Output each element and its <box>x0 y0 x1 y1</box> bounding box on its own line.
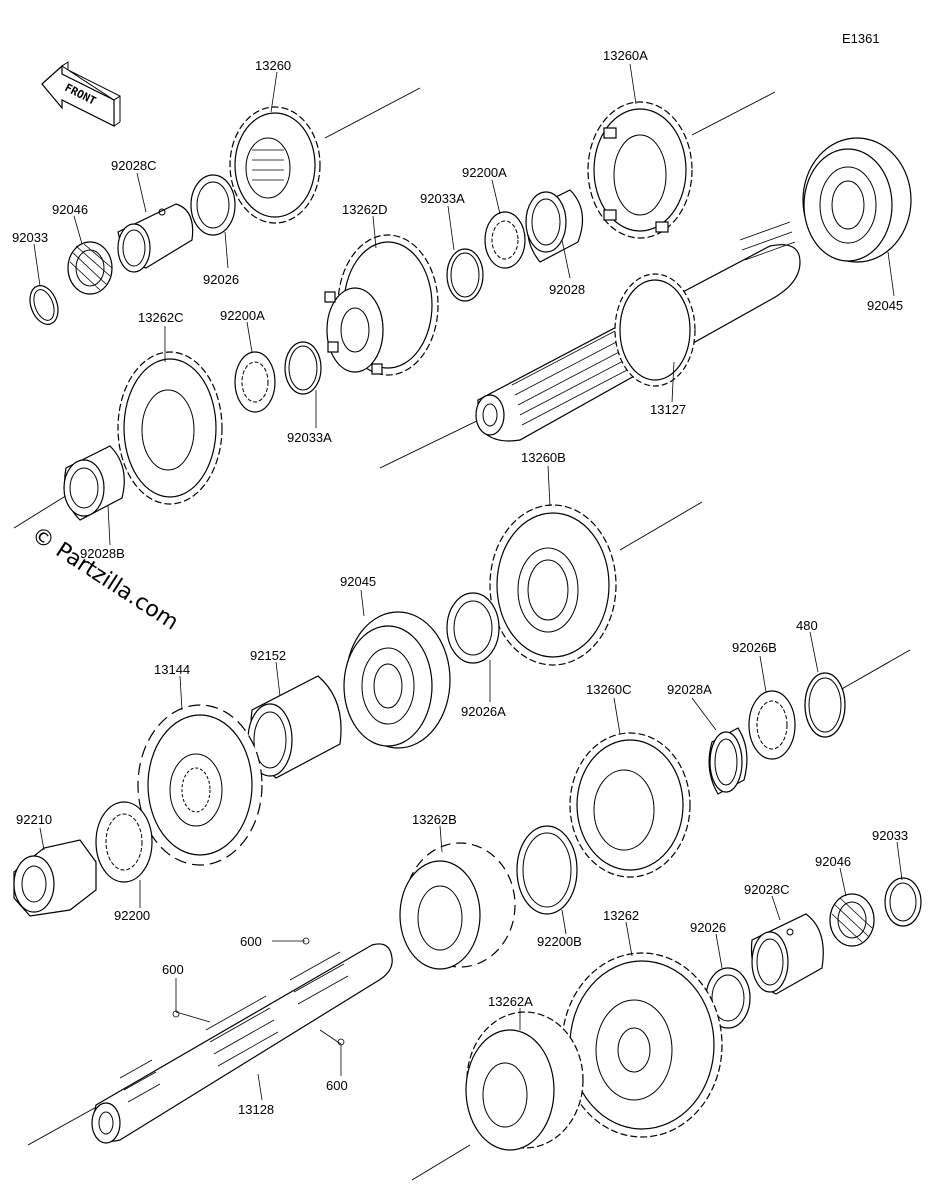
part-92200A-washer-mid <box>234 351 276 413</box>
part-92200B-washer <box>516 825 578 915</box>
label-92200B: 92200B <box>537 934 582 949</box>
label-92026-bottom: 92026 <box>690 920 726 935</box>
part-92045-bearing-mid <box>343 611 451 749</box>
label-92028B: 92028B <box>80 546 125 561</box>
part-13144-sprocket <box>137 704 263 866</box>
label-13262C: 13262C <box>138 310 184 325</box>
part-13260A-gear <box>587 101 693 239</box>
label-13144: 13144 <box>154 662 190 677</box>
part-13262A-gear <box>465 1011 584 1151</box>
label-92045-top: 92045 <box>867 298 903 313</box>
part-13262B-gear <box>399 842 516 970</box>
diagram-code: E1361 <box>842 31 880 46</box>
label-600-b: 600 <box>162 962 184 977</box>
label-92200: 92200 <box>114 908 150 923</box>
part-92026A-washer <box>446 592 500 664</box>
label-13260B: 13260B <box>521 450 566 465</box>
part-13262D-gear <box>324 234 439 376</box>
part-labels: 13260 13260A 92028C 92046 92033 92026 13… <box>12 48 908 1117</box>
part-92033A-circlip-top <box>446 248 484 302</box>
label-13128: 13128 <box>238 1102 274 1117</box>
label-92026B: 92026B <box>732 640 777 655</box>
part-92028C-collar-bottom <box>750 913 824 995</box>
label-600-a: 600 <box>240 934 262 949</box>
part-92046-needle-bearing-bottom <box>829 893 875 947</box>
label-92028A: 92028A <box>667 682 712 697</box>
part-13128-shaft <box>91 943 393 1144</box>
label-92033A-top: 92033A <box>420 191 465 206</box>
part-92152-collar <box>247 675 342 779</box>
part-92028B-bushing <box>63 445 125 521</box>
part-92200A-washer-top <box>484 211 526 269</box>
label-92046-top: 92046 <box>52 202 88 217</box>
front-arrow: FRONT <box>41 61 121 127</box>
part-480-circlip <box>804 672 846 738</box>
part-13262C-gear <box>117 351 223 505</box>
label-92028C-bottom: 92028C <box>744 882 790 897</box>
label-92028C-top: 92028C <box>111 158 157 173</box>
part-92200-washer <box>95 801 153 883</box>
label-92200A-mid: 92200A <box>220 308 265 323</box>
label-13262: 13262 <box>603 908 639 923</box>
part-13127-shaft <box>475 221 801 442</box>
label-92033-bottom: 92033 <box>872 828 908 843</box>
label-13260: 13260 <box>255 58 291 73</box>
part-92028-bushing <box>525 189 584 263</box>
label-92026A: 92026A <box>461 704 506 719</box>
watermark-text: © Partzilla.com <box>27 522 183 635</box>
label-13262D: 13262D <box>342 202 388 217</box>
part-13260B-gear <box>489 504 617 666</box>
label-92200A-top: 92200A <box>462 165 507 180</box>
axis-lines <box>13 87 911 1181</box>
label-480: 480 <box>796 618 818 633</box>
part-13260-gear <box>229 106 321 224</box>
label-13127: 13127 <box>650 402 686 417</box>
label-92033A-mid: 92033A <box>287 430 332 445</box>
part-92033-circlip-bottom <box>884 877 922 927</box>
part-92033A-circlip-mid <box>284 341 322 395</box>
label-600-c: 600 <box>326 1078 348 1093</box>
label-92026-top: 92026 <box>203 272 239 287</box>
label-92152: 92152 <box>250 648 286 663</box>
part-92045-bearing-top <box>802 137 912 263</box>
part-13260C-gear <box>569 732 691 878</box>
leader-lines <box>33 63 903 1101</box>
label-92033-top: 92033 <box>12 230 48 245</box>
part-92046-needle-bearing-top <box>67 241 113 295</box>
part-92028A-bushing <box>708 727 748 795</box>
part-92033-circlip-top <box>29 285 59 325</box>
part-92026B-washer <box>748 690 796 760</box>
part-92026-washer-top <box>190 174 236 236</box>
label-13262B: 13262B <box>412 812 457 827</box>
part-13262-gear <box>561 952 723 1138</box>
part-92028C-collar-top <box>117 203 194 273</box>
label-13260C: 13260C <box>586 682 632 697</box>
label-92028: 92028 <box>549 282 585 297</box>
label-13260A: 13260A <box>603 48 648 63</box>
label-92045-mid: 92045 <box>340 574 376 589</box>
label-92210: 92210 <box>16 812 52 827</box>
label-13262A: 13262A <box>488 994 533 1009</box>
label-92046-bottom: 92046 <box>815 854 851 869</box>
part-92210-nut <box>13 839 97 917</box>
